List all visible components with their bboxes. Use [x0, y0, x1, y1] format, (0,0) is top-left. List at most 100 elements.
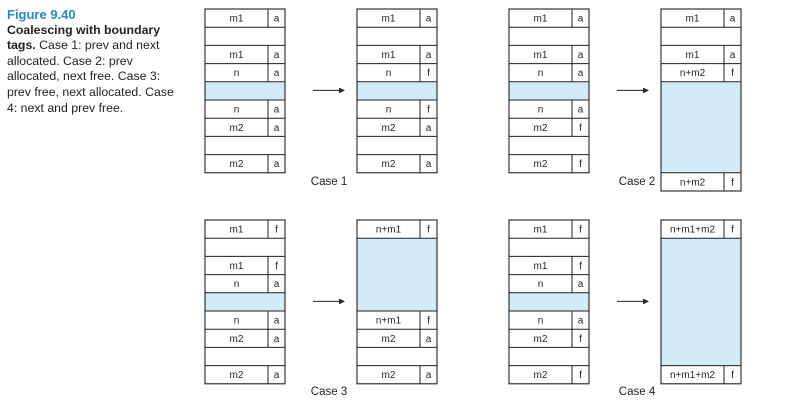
alloc-bit-field: a: [274, 50, 280, 61]
size-field: m2: [230, 334, 244, 345]
size-field: n: [234, 316, 240, 327]
size-field: n+m1+m2: [670, 370, 715, 381]
alloc-bit-field: a: [274, 370, 280, 381]
size-field: n: [538, 68, 544, 79]
caption-title: Coalescing with boundary tags.: [7, 22, 161, 53]
alloc-bit-field: a: [426, 123, 432, 134]
alloc-bit-field: f: [275, 261, 278, 272]
free-payload-area: [357, 81, 437, 100]
size-field: m1: [382, 14, 396, 25]
alloc-bit-field: a: [426, 370, 432, 381]
block-outline: [508, 8, 590, 174]
alloc-bit-field: f: [731, 177, 734, 188]
block-outline: [356, 8, 438, 174]
alloc-bit-field: f: [579, 225, 582, 236]
size-field: m2: [534, 123, 548, 134]
alloc-bit-field: a: [730, 50, 736, 61]
size-field: m1: [534, 14, 548, 25]
size-field: n: [234, 279, 240, 290]
block-outline: [356, 219, 438, 385]
size-field: m1: [230, 261, 244, 272]
transition-arrow: [617, 298, 649, 305]
alloc-bit-field: a: [578, 279, 584, 290]
block-outline: [660, 219, 742, 385]
size-field: n: [538, 279, 544, 290]
size-field: n+m2: [680, 177, 706, 188]
free-payload-area: [509, 292, 589, 311]
alloc-bit-field: f: [427, 225, 430, 236]
arrow-head: [643, 87, 649, 94]
alloc-bit-field: a: [578, 50, 584, 61]
size-field: n: [386, 68, 392, 79]
arrow-head: [643, 298, 649, 305]
alloc-bit-field: a: [426, 14, 432, 25]
transition-arrow: [313, 87, 345, 94]
size-field: m2: [382, 334, 396, 345]
size-field: m1: [686, 50, 700, 61]
block-outline: [508, 219, 590, 385]
size-field: m2: [534, 334, 548, 345]
free-payload-area: [509, 81, 589, 100]
free-payload-area: [205, 81, 285, 100]
size-field: m1: [382, 50, 396, 61]
case-label: Case 3: [311, 386, 347, 398]
size-field: m2: [534, 159, 548, 170]
size-field: n: [538, 316, 544, 327]
size-field: m1: [230, 14, 244, 25]
size-field: n+m1: [376, 316, 402, 327]
alloc-bit-field: a: [274, 316, 280, 327]
alloc-bit-field: f: [579, 123, 582, 134]
alloc-bit-field: a: [730, 14, 736, 25]
alloc-bit-field: f: [731, 68, 734, 79]
size-field: m2: [534, 370, 548, 381]
alloc-bit-field: f: [579, 334, 582, 345]
transition-arrow: [313, 298, 345, 305]
alloc-bit-field: a: [274, 14, 280, 25]
alloc-bit-field: a: [274, 123, 280, 134]
size-field: m2: [230, 370, 244, 381]
alloc-bit-field: a: [426, 334, 432, 345]
block-outline: [660, 8, 742, 192]
alloc-bit-field: f: [579, 159, 582, 170]
arrow-head: [339, 87, 345, 94]
case-label: Case 2: [619, 176, 655, 188]
alloc-bit-field: f: [731, 225, 734, 236]
alloc-bit-field: a: [274, 159, 280, 170]
alloc-bit-field: f: [275, 225, 278, 236]
alloc-bit-field: f: [427, 68, 430, 79]
size-field: m2: [382, 123, 396, 134]
alloc-bit-field: a: [578, 105, 584, 116]
size-field: m1: [686, 14, 700, 25]
size-field: m1: [230, 50, 244, 61]
alloc-bit-field: f: [579, 370, 582, 381]
size-field: m2: [230, 123, 244, 134]
case-label: Case 1: [311, 176, 347, 188]
transition-arrow: [617, 87, 649, 94]
block-outline: [204, 219, 286, 385]
size-field: n+m1+m2: [670, 225, 715, 236]
caption-text: Case 1: prev and next allocated. Case 2:…: [7, 38, 174, 115]
alloc-bit-field: a: [274, 105, 280, 116]
alloc-bit-field: f: [731, 370, 734, 381]
alloc-bit-field: a: [274, 334, 280, 345]
alloc-bit-field: a: [274, 279, 280, 290]
free-payload-area: [357, 238, 437, 311]
alloc-bit-field: a: [426, 159, 432, 170]
arrow-head: [339, 298, 345, 305]
alloc-bit-field: a: [578, 68, 584, 79]
figure-number: Figure 9.40: [7, 7, 76, 22]
alloc-bit-field: a: [578, 316, 584, 327]
free-payload-area: [205, 292, 285, 311]
free-payload-area: [661, 238, 741, 366]
alloc-bit-field: f: [579, 261, 582, 272]
